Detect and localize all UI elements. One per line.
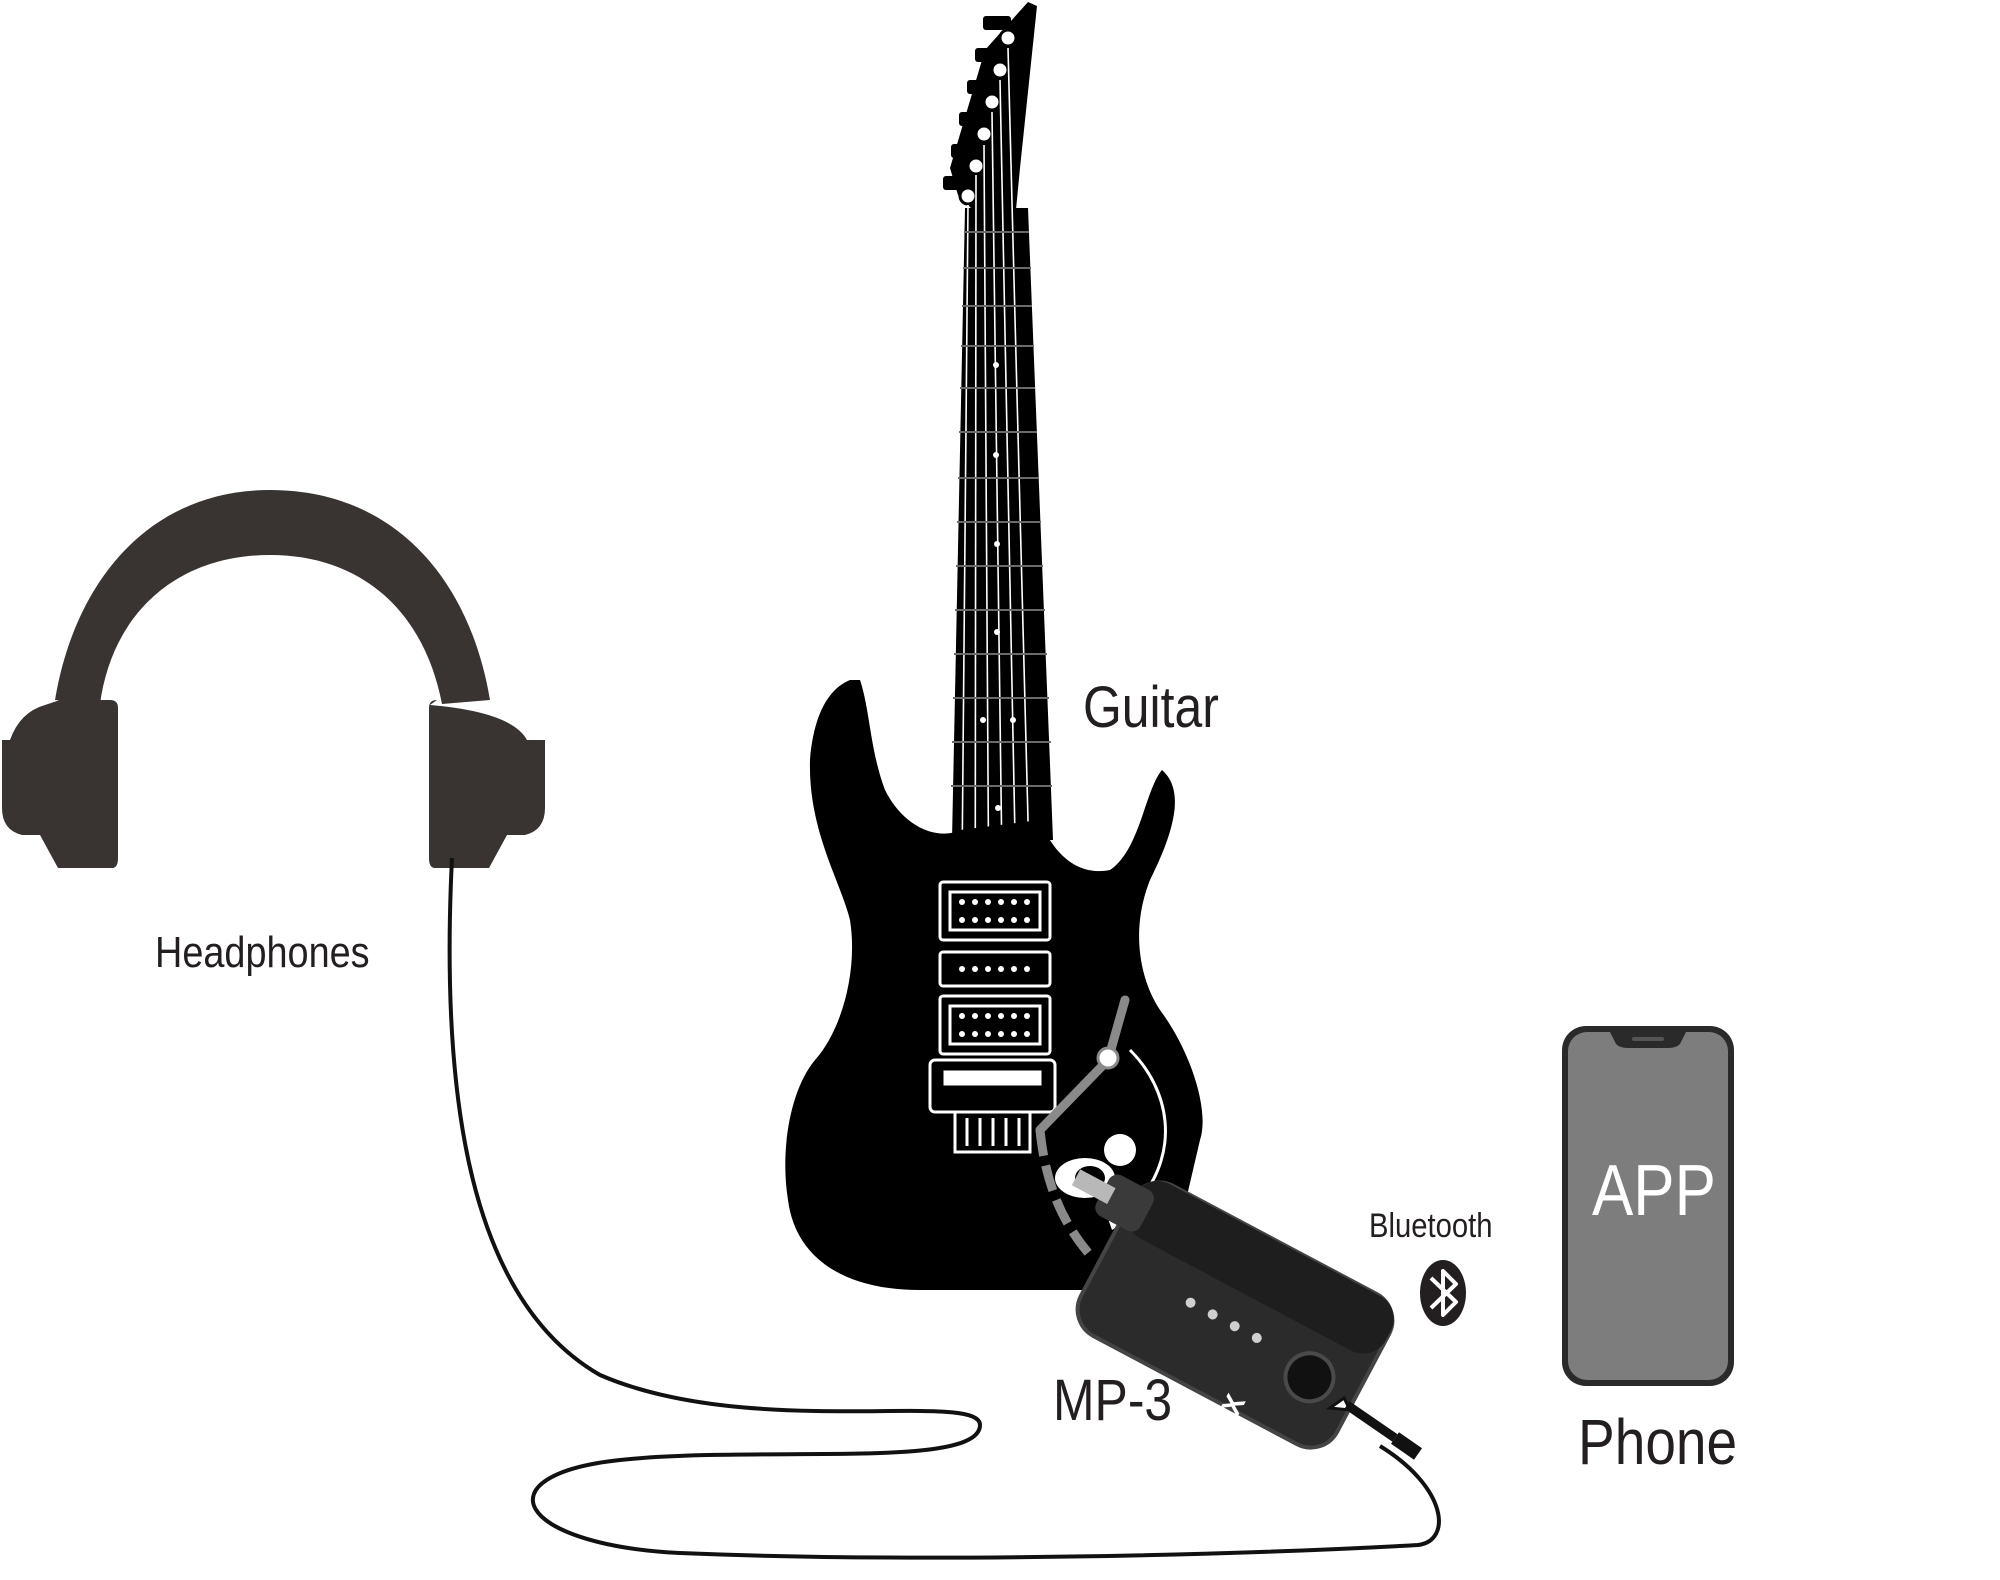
bluetooth-label: Bluetooth xyxy=(1369,1207,1493,1245)
headphone-cable xyxy=(447,857,1441,1560)
phone-screen xyxy=(1568,1032,1728,1380)
tuning-pegs xyxy=(943,16,1011,190)
electric-guitar-icon xyxy=(785,2,1203,1290)
guitar-neck xyxy=(952,208,1053,840)
phone-label: Phone xyxy=(1578,1406,1738,1478)
pickup-poles xyxy=(959,899,1030,1037)
switch-tip xyxy=(1096,1046,1120,1070)
mp3-top-panel xyxy=(1126,1181,1394,1354)
mp3-buttons xyxy=(1185,1297,1262,1343)
right-earcup xyxy=(429,700,545,868)
fret-markers xyxy=(980,362,1016,811)
pickups xyxy=(938,880,1052,1056)
mp3-label: MP-3 xyxy=(1053,1368,1173,1433)
bluetooth-icon xyxy=(1420,1260,1466,1326)
left-earcup xyxy=(2,700,118,868)
guitar-bridge xyxy=(928,1058,1057,1154)
insert-guide-dashed xyxy=(1035,1129,1094,1258)
headphones-icon xyxy=(2,490,545,868)
volume-knob xyxy=(1104,1134,1136,1166)
smartphone-icon xyxy=(1562,1026,1734,1386)
fret-lines xyxy=(951,231,1052,787)
amp-plug-icon: NUX xyxy=(1071,1169,1422,1460)
headphones-label: Headphones xyxy=(155,928,370,977)
guitar-label: Guitar xyxy=(1083,675,1219,740)
app-label: APP xyxy=(1592,1151,1716,1231)
audio-jack-icon xyxy=(1325,1395,1422,1460)
headband xyxy=(55,490,490,704)
mp3-output-jack xyxy=(1283,1351,1336,1404)
